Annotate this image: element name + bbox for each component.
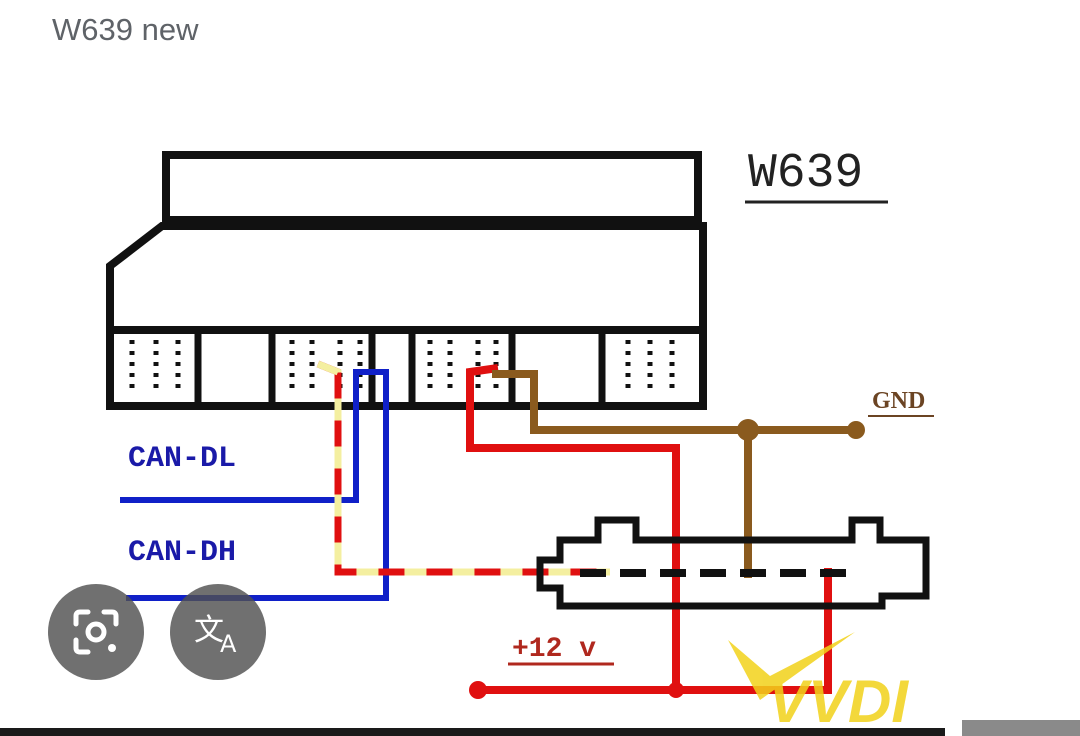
connector-slot-dividers — [194, 330, 606, 406]
gnd-label: GND — [872, 388, 925, 414]
watermark-text: VVDI — [768, 668, 909, 735]
can-dh-wire-stripe — [316, 360, 610, 576]
model-label: W639 — [748, 147, 863, 201]
obd-connector-body — [106, 151, 707, 410]
gnd-wire-terminal — [847, 421, 865, 439]
gnd-wire — [492, 370, 856, 434]
translate-button[interactable]: 文 A — [170, 584, 266, 680]
connector-pins — [129, 340, 675, 395]
lens-search-button[interactable] — [48, 584, 144, 680]
power-wire-junction — [668, 682, 684, 698]
can-dh-label: CAN-DH — [128, 536, 236, 570]
translate-icon: 文 A — [194, 613, 237, 658]
page-title: W639 new — [52, 12, 199, 47]
lens-search-icon — [73, 609, 119, 655]
translate-glyph-main: 文 — [194, 613, 224, 648]
power-wire-terminal — [469, 681, 487, 699]
vvdi-logo: VVDI — [728, 632, 909, 735]
translate-glyph-sub: A — [220, 630, 237, 658]
gnd-wire-junction — [737, 419, 759, 441]
can-dl-label: CAN-DL — [128, 442, 236, 476]
power-wire — [466, 364, 680, 694]
bottom-bar — [0, 728, 945, 736]
power-label: +12 v — [512, 634, 596, 665]
module-connector — [536, 516, 930, 610]
bottom-bar-right — [962, 720, 1080, 736]
can-dl-wire — [120, 369, 389, 601]
